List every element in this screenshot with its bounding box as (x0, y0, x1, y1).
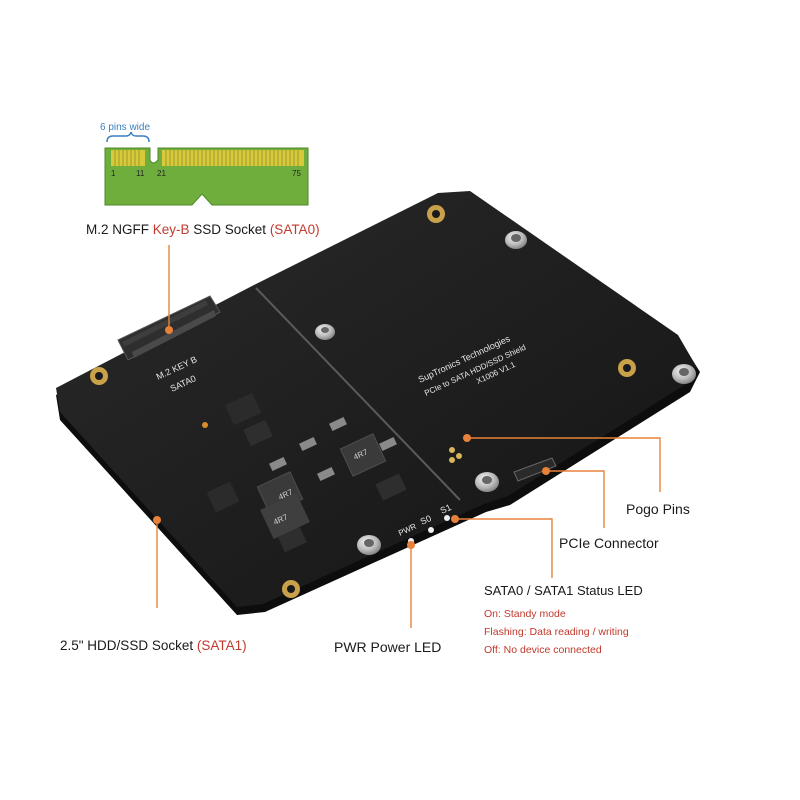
callout-line-pogo (467, 437, 661, 492)
callout-lines (156, 245, 661, 628)
m2-pinout-diagram: 1 11 21 75 (104, 131, 309, 206)
silk-s0: S0 (419, 513, 433, 527)
status-led-flashing: Flashing: Data reading / writing (484, 626, 629, 638)
pin-number-21: 21 (157, 169, 166, 178)
pin-number-11: 11 (136, 169, 145, 178)
pins-wide-bracket (106, 131, 150, 143)
m2-gold-fingers (111, 150, 304, 166)
m2-socket-label-middle: SSD Socket (189, 222, 270, 237)
hdd-socket-label: 2.5" HDD/SSD Socket (SATA1) (60, 638, 247, 653)
pcb-components (202, 392, 407, 553)
status-led-off: Off: No device connected (484, 644, 602, 656)
pcb-board: M.2 KEY B SATA0 SupTronics Technologies … (56, 191, 700, 615)
hdd-socket-label-prefix: 2.5" HDD/SSD Socket (60, 638, 197, 653)
pwr-led-label: PWR Power LED (334, 639, 442, 655)
pcie-connector-label: PCIe Connector (559, 535, 659, 551)
m2-socket-label: M.2 NGFF Key-B SSD Socket (SATA0) (86, 222, 320, 237)
pins-wide-label: 6 pins wide (100, 122, 151, 133)
status-led-legend: On: Standy mode Flashing: Data reading /… (484, 605, 629, 659)
callout-line-pcie (546, 470, 605, 528)
callout-line-status (455, 518, 553, 578)
callout-dots (153, 326, 550, 549)
status-led-s1 (444, 515, 450, 521)
status-led-s0 (428, 527, 434, 533)
mounting-holes (90, 205, 636, 598)
pogo-pins-label: Pogo Pins (626, 501, 690, 517)
m2-socket-label-prefix: M.2 NGFF (86, 222, 153, 237)
hdd-socket-label-sata: (SATA1) (196, 638, 247, 653)
status-led-title: SATA0 / SATA1 Status LED (484, 583, 643, 598)
pin-number-1: 1 (111, 169, 116, 178)
silk-s1: S1 (439, 502, 453, 516)
m2-socket-label-key: Key-B (152, 222, 190, 237)
pcie-connector (513, 457, 557, 482)
standoff-screws (315, 231, 696, 555)
pin-number-75: 75 (292, 169, 301, 178)
pcb-panel-split (255, 287, 461, 501)
status-led-on: On: Standy mode (484, 608, 566, 620)
m2-socket-label-sata: (SATA0) (269, 222, 320, 237)
pogo-pins (449, 447, 462, 463)
